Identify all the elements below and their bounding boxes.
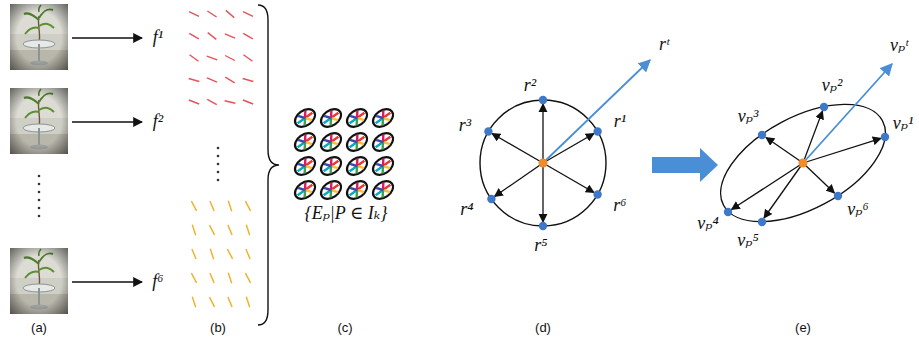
orientation-segment: [192, 249, 196, 259]
orientation-segment: [244, 55, 253, 61]
orientation-segment: [225, 101, 236, 103]
vector-label: rᵗ: [659, 35, 669, 55]
feature-ellipse: [370, 178, 397, 203]
feature-ellipse: [292, 106, 319, 131]
orientation-segment: [226, 10, 234, 17]
panel-label: (b): [210, 321, 226, 335]
orientation-segment: [191, 201, 196, 211]
orientation-segment: [225, 34, 235, 38]
feature-ellipse: [344, 130, 371, 155]
orientation-segment: [245, 201, 250, 211]
orientation-segment: [227, 249, 232, 259]
orientation-segment: [243, 79, 254, 82]
orientation-segment: [191, 273, 196, 283]
orientation-segment: [225, 56, 235, 61]
feature-ellipse: [292, 178, 319, 203]
orientation-segment: [228, 297, 232, 307]
orientation-segment: [246, 297, 249, 307]
feature-ellipse: [344, 154, 371, 179]
orientation-segment: [243, 100, 253, 104]
orientation-segment: [207, 11, 216, 17]
feature-ellipse: [318, 154, 345, 179]
panel-label: (e): [795, 321, 811, 335]
feature-ellipse: [318, 106, 345, 131]
feature-ellipse: [370, 154, 397, 179]
feature-ellipse: [370, 106, 397, 131]
feature-ellipse: [318, 178, 345, 203]
orientation-segment: [245, 273, 250, 283]
vector-label: r⁴: [460, 200, 473, 220]
orientation-segment: [210, 249, 213, 259]
orientation-segment: [246, 249, 250, 259]
vector-label: vₚ³: [738, 107, 759, 127]
orientation-segment: [228, 201, 231, 211]
orientation-segment: [228, 225, 232, 235]
feature-ellipse: [292, 154, 319, 179]
vector-label: r¹: [614, 112, 626, 132]
vector-label: r⁵: [534, 236, 547, 256]
vector-label: vₚ⁴: [697, 214, 718, 234]
feature-ellipse: [344, 178, 371, 203]
orientation-segment: [190, 55, 199, 61]
orientation-segment: [207, 78, 217, 82]
orientation-segment: [246, 225, 249, 235]
feature-label: f⁶: [152, 272, 163, 292]
orientation-segment: [208, 33, 217, 40]
feature-ellipse: [370, 130, 397, 155]
vector-label: r⁶: [613, 196, 626, 216]
vector-label: r³: [459, 116, 471, 136]
orientation-segment: [189, 79, 200, 82]
vector-label: vₚ²: [822, 76, 843, 96]
orientation-segment: [243, 12, 253, 17]
orientation-segment: [192, 225, 195, 235]
orientation-segment: [228, 273, 231, 283]
feature-ellipse: [344, 106, 371, 131]
orientation-segment: [210, 273, 214, 283]
orientation-segment: [207, 99, 217, 104]
orientation-segment: [189, 12, 199, 17]
panel-label: (d): [535, 321, 551, 335]
panel-label: (a): [31, 321, 47, 335]
orientation-segment: [225, 77, 234, 83]
orientation-segment: [210, 201, 214, 211]
orientation-segment: [207, 56, 217, 60]
orientation-segment: [189, 33, 199, 39]
feature-label: f²: [153, 112, 163, 132]
vector-label: vₚ¹: [893, 114, 914, 134]
orientation-segment: [189, 100, 199, 104]
panel-label: (c): [337, 321, 352, 335]
feature-label: f¹: [153, 28, 163, 48]
set-label: {Eₚ|P ∈ Iₖ}: [304, 204, 387, 224]
feature-ellipse: [292, 130, 319, 155]
orientation-segment: [192, 297, 195, 307]
vector-label: vₚᵗ: [890, 36, 908, 56]
orientation-segment: [209, 297, 214, 307]
vector-label: vₚ⁶: [847, 200, 868, 220]
orientation-segment: [243, 33, 253, 39]
vector-label: vₚ⁵: [737, 231, 758, 251]
orientation-segment: [209, 225, 214, 235]
vector-label: r²: [524, 76, 536, 96]
feature-ellipse: [318, 130, 345, 155]
